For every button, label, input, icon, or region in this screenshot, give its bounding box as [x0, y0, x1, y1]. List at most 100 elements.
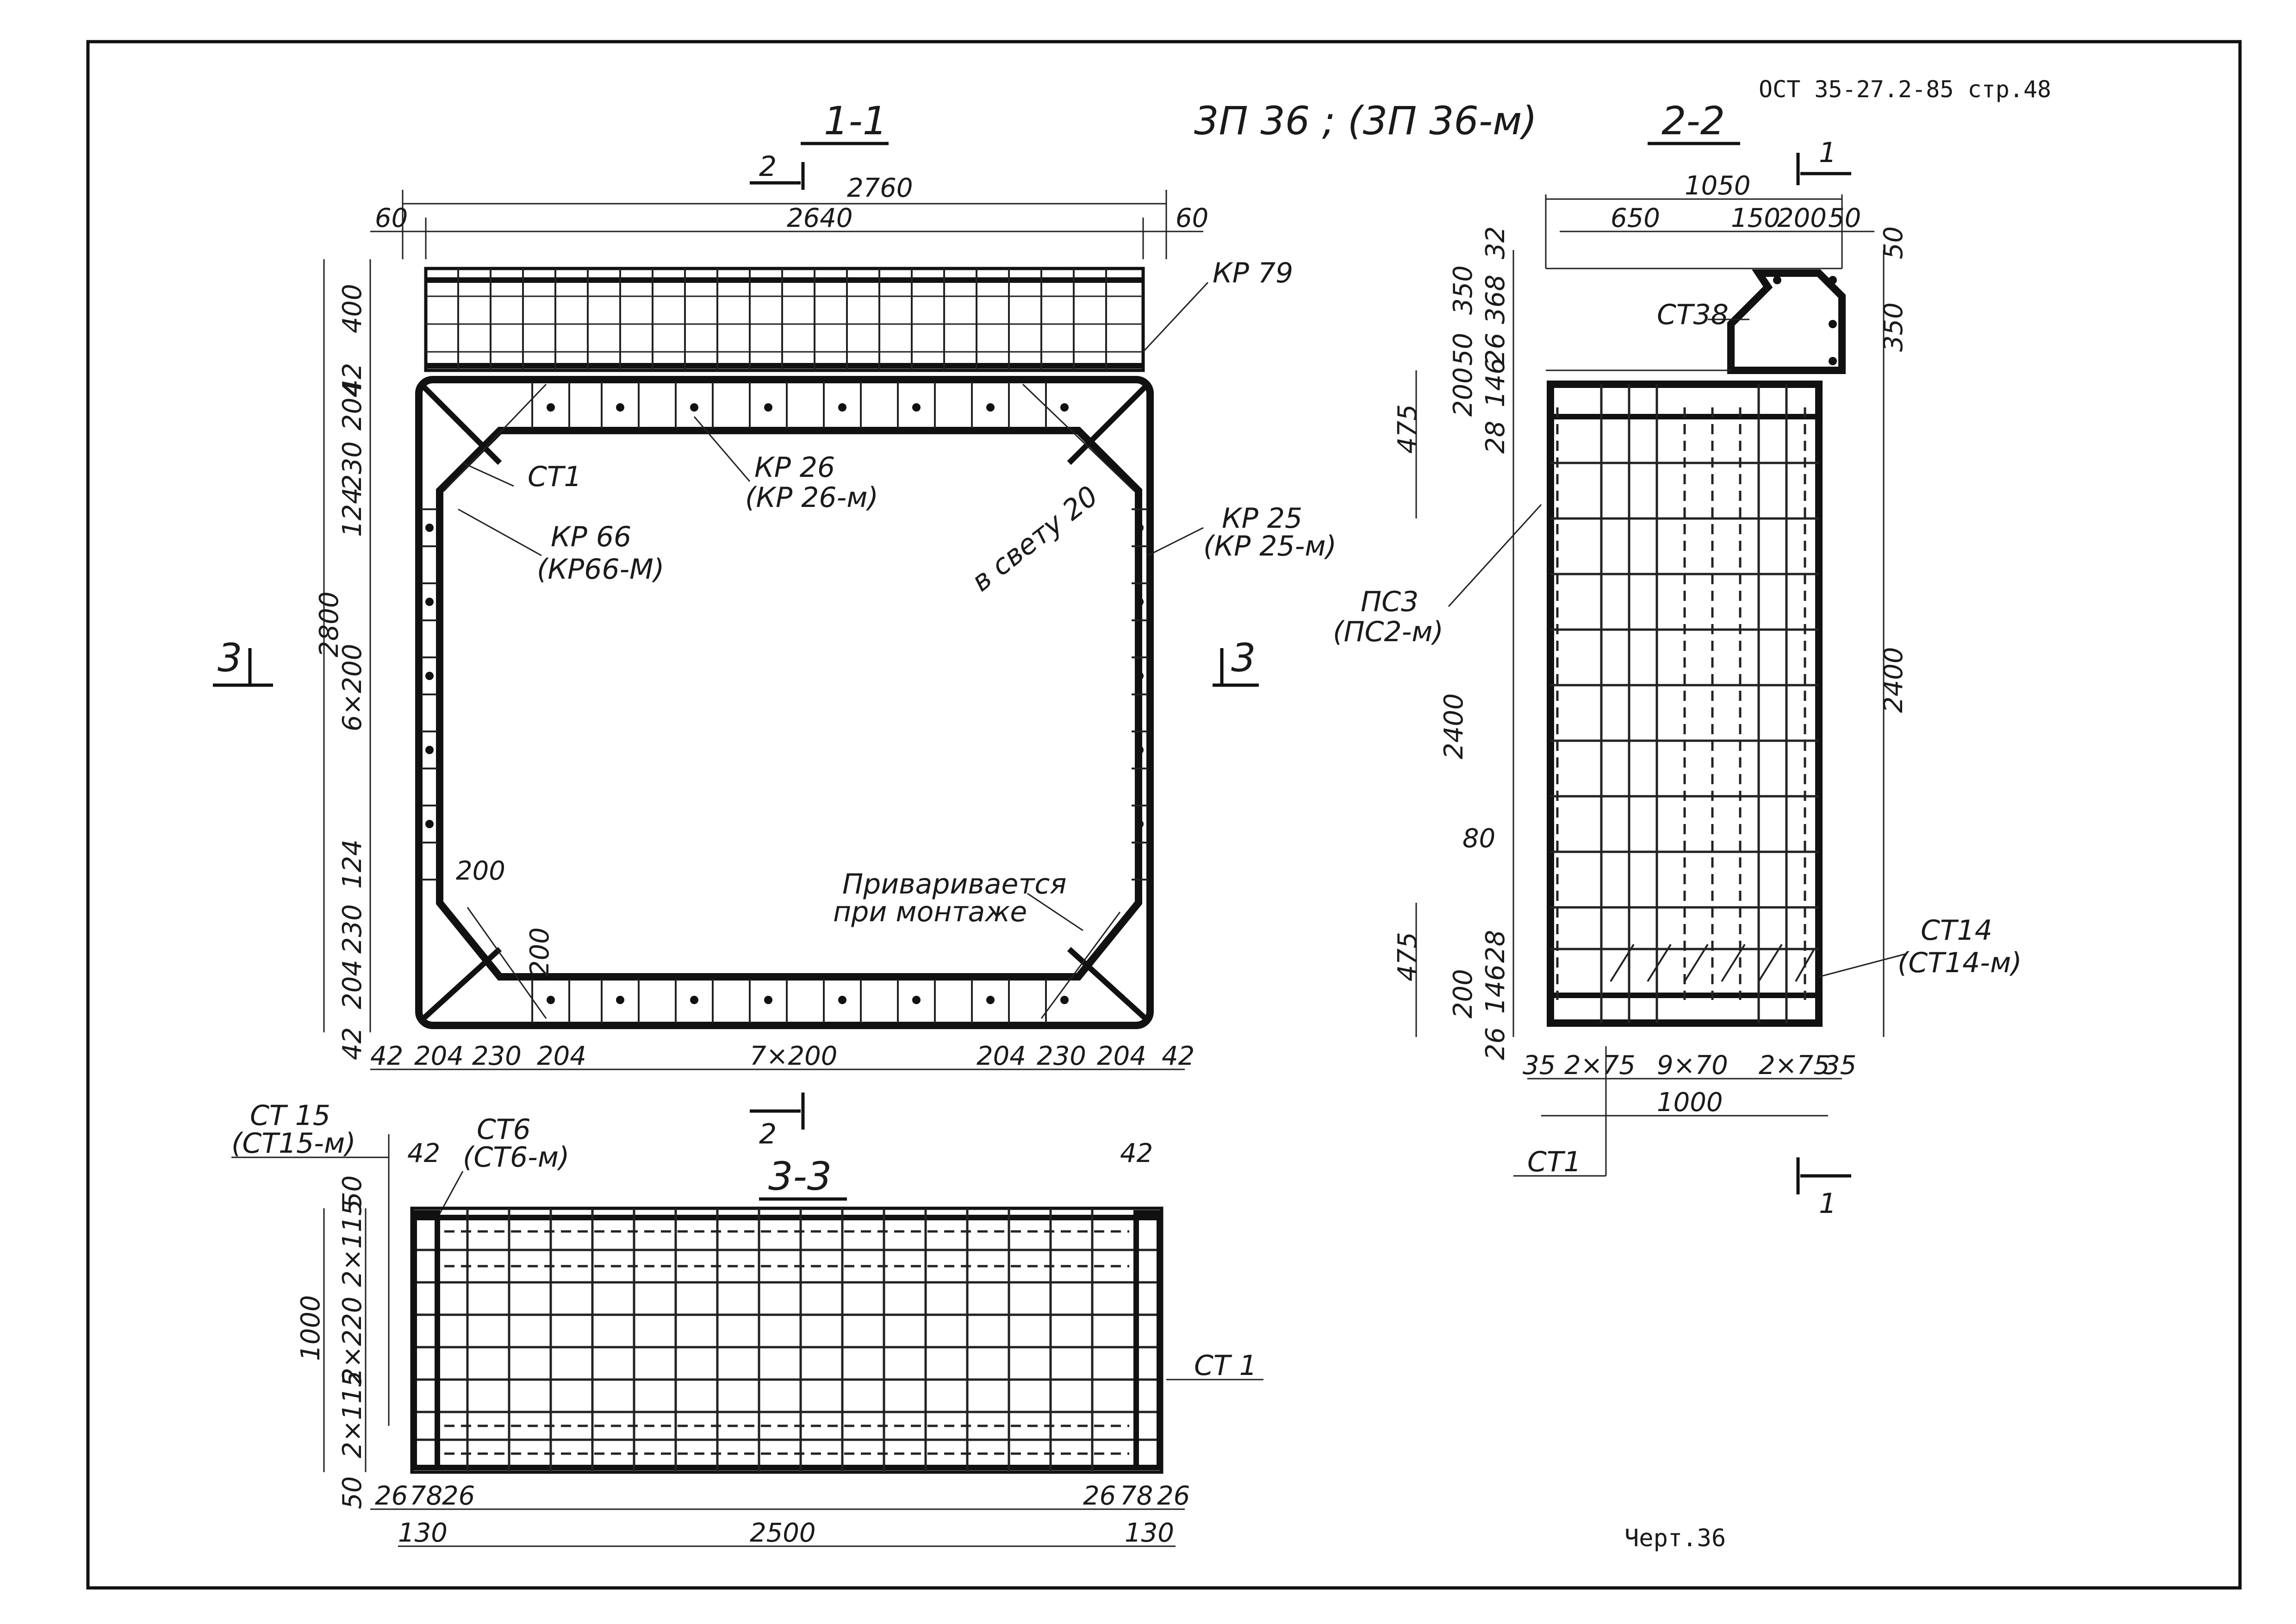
- leader: [693, 416, 751, 482]
- dim-top-42a: 42: [407, 1138, 440, 1168]
- dim-top-150: 150: [1731, 203, 1780, 233]
- dim-top-650: 650: [1611, 203, 1660, 233]
- label-kp79: КР 79: [1213, 257, 1293, 289]
- leader: [1818, 953, 1907, 978]
- dim-bot-9x70: 9×70: [1657, 1050, 1728, 1081]
- dim-bot-2x75b: 2×75: [1759, 1050, 1830, 1081]
- dim-inner-width: 2640: [787, 203, 853, 233]
- dim-3-50a: 50: [337, 1175, 367, 1208]
- wall-dashed-rebars: [1556, 407, 1806, 1000]
- dim-bottom-204d: 204: [1097, 1041, 1146, 1071]
- label-ct15: СТ 15: [250, 1099, 330, 1132]
- doc-reference: ОСТ 35-27.2-85 стр.48: [1759, 76, 2051, 103]
- dim-bot-146: 146: [1481, 964, 1511, 1014]
- leader: [1027, 893, 1083, 931]
- section-1-1: 1-1 2 2 3 3 2760 2640 60 60: [213, 98, 1337, 1150]
- dim-left-edge: 60: [375, 203, 408, 233]
- dim-left-28: 28: [1481, 421, 1511, 454]
- cut-marker-3-left: 3: [218, 635, 242, 681]
- label-ct6m: (СТ6-м): [463, 1141, 569, 1174]
- dim-left-42b: 42: [337, 1027, 367, 1060]
- leader: [1142, 281, 1209, 353]
- console-dots: [1773, 276, 1837, 365]
- dim-left-32: 32: [1481, 226, 1511, 259]
- dim-3-2x115b: 2×115: [337, 1371, 367, 1458]
- label-ct15m: (СТ15-м): [231, 1127, 356, 1160]
- dim-left-400: 400: [337, 284, 367, 333]
- label-pc2m: (ПС2-м): [1333, 616, 1444, 648]
- dim-top-42b: 42: [1120, 1138, 1153, 1168]
- label-ct6: СТ6: [477, 1113, 531, 1146]
- label-kp25: КР 25: [1222, 502, 1302, 535]
- label-ct14: СТ14: [1921, 914, 1992, 947]
- bottom-slab-mesh: [410, 1206, 1164, 1474]
- dim-bottom-204b: 204: [537, 1041, 586, 1071]
- label-weld-1: Приваривается: [842, 868, 1066, 900]
- dim-left-230a: 230: [337, 441, 367, 491]
- slab-dashed-rebars: [444, 1230, 1129, 1455]
- dim-bottom-204a: 204: [414, 1041, 464, 1071]
- dim-3-130b: 130: [1125, 1518, 1174, 1548]
- label-weld-2: при монтаже: [833, 896, 1027, 928]
- box-inner-contour: [436, 427, 1142, 981]
- label-kp66: КР 66: [551, 521, 631, 553]
- end-bar-right: [1133, 1210, 1162, 1470]
- product-code: 3П 36 ; (3П 36-м): [1194, 98, 1537, 144]
- dim-3-130a: 130: [398, 1518, 448, 1548]
- cut-marker-1-top: 1: [1819, 137, 1836, 169]
- leader: [1448, 504, 1542, 607]
- dim-right-2400: 2400: [1879, 647, 1909, 713]
- slab-horizontal-rebars: [412, 1249, 1162, 1441]
- dim-bottom-230b: 230: [1037, 1041, 1086, 1071]
- rebar-dots: [425, 403, 1144, 1004]
- dim-3-78a: 78: [410, 1481, 442, 1511]
- top-wall-stirrups: [531, 382, 1047, 428]
- dim-bottom-42b: 42: [1162, 1041, 1195, 1071]
- right-wall-stirrups: [1132, 508, 1148, 881]
- dim-3-2x220: 2×220: [337, 1297, 367, 1384]
- label-kp26: КР 26: [754, 451, 835, 484]
- wall-body: [1547, 381, 1823, 1027]
- haunch-stirrups: [443, 383, 1135, 1019]
- bottom-wall-stirrups: [531, 979, 1047, 1023]
- label-ct14m: (СТ14-м): [1898, 947, 2022, 979]
- cut-marker-3-right: 3: [1231, 635, 1256, 681]
- label-ct1: СТ1: [528, 461, 582, 493]
- label-kp25m: (КР 25-м): [1203, 530, 1337, 562]
- leader: [1147, 527, 1204, 556]
- label-kp26m: (КР 26-м): [745, 481, 878, 514]
- dim-left-146: 146: [1481, 358, 1511, 407]
- console-outline: [1727, 269, 1846, 374]
- dim-3-2500: 2500: [750, 1518, 816, 1548]
- label-pc3: ПС3: [1361, 586, 1419, 618]
- dim-left-475-bottom: 475: [1393, 932, 1423, 981]
- dim-3-26c: 26: [1083, 1481, 1116, 1511]
- dim-left-2400: 2400: [1439, 693, 1469, 759]
- dim-top-50: 50: [1828, 203, 1861, 233]
- dim-right-edge: 60: [1176, 203, 1208, 233]
- dim-bot-2x75a: 2×75: [1564, 1050, 1636, 1081]
- dim-bot-1000: 1000: [1657, 1087, 1723, 1118]
- dim-left-124a: 124: [337, 487, 367, 537]
- dim-left-230b: 230: [337, 904, 367, 954]
- slab-vertical-rebars: [466, 1208, 1094, 1472]
- leader: [458, 508, 542, 556]
- dim-top-200: 200: [1777, 203, 1827, 233]
- dim-3-26b: 26: [442, 1481, 475, 1511]
- dim-bot-26: 26: [1481, 1027, 1511, 1060]
- corner-haunch-bars: [421, 384, 1148, 1021]
- label-kp66m: (КР66-М): [537, 553, 664, 586]
- top-slab-mesh: [424, 267, 1145, 372]
- dim-total-height: 2800: [314, 591, 344, 657]
- label-ct1-2: СТ1: [1527, 1146, 1581, 1178]
- dim-3-26d: 26: [1157, 1481, 1190, 1511]
- cut-marker-2-bottom: 2: [759, 1118, 777, 1150]
- dim-bottom-230a: 230: [472, 1041, 522, 1071]
- section-2-2: 2-2 1 1 1050 650 150 200 50 50 350 2400 …: [1333, 98, 2022, 1220]
- cut-marker-2-top: 2: [759, 150, 777, 183]
- dim-3-2x115a: 2×115: [337, 1199, 367, 1287]
- dim-bot-200: 200: [1448, 969, 1478, 1018]
- dim-3-total: 1000: [296, 1295, 326, 1361]
- left-wall-stirrups: [421, 508, 437, 881]
